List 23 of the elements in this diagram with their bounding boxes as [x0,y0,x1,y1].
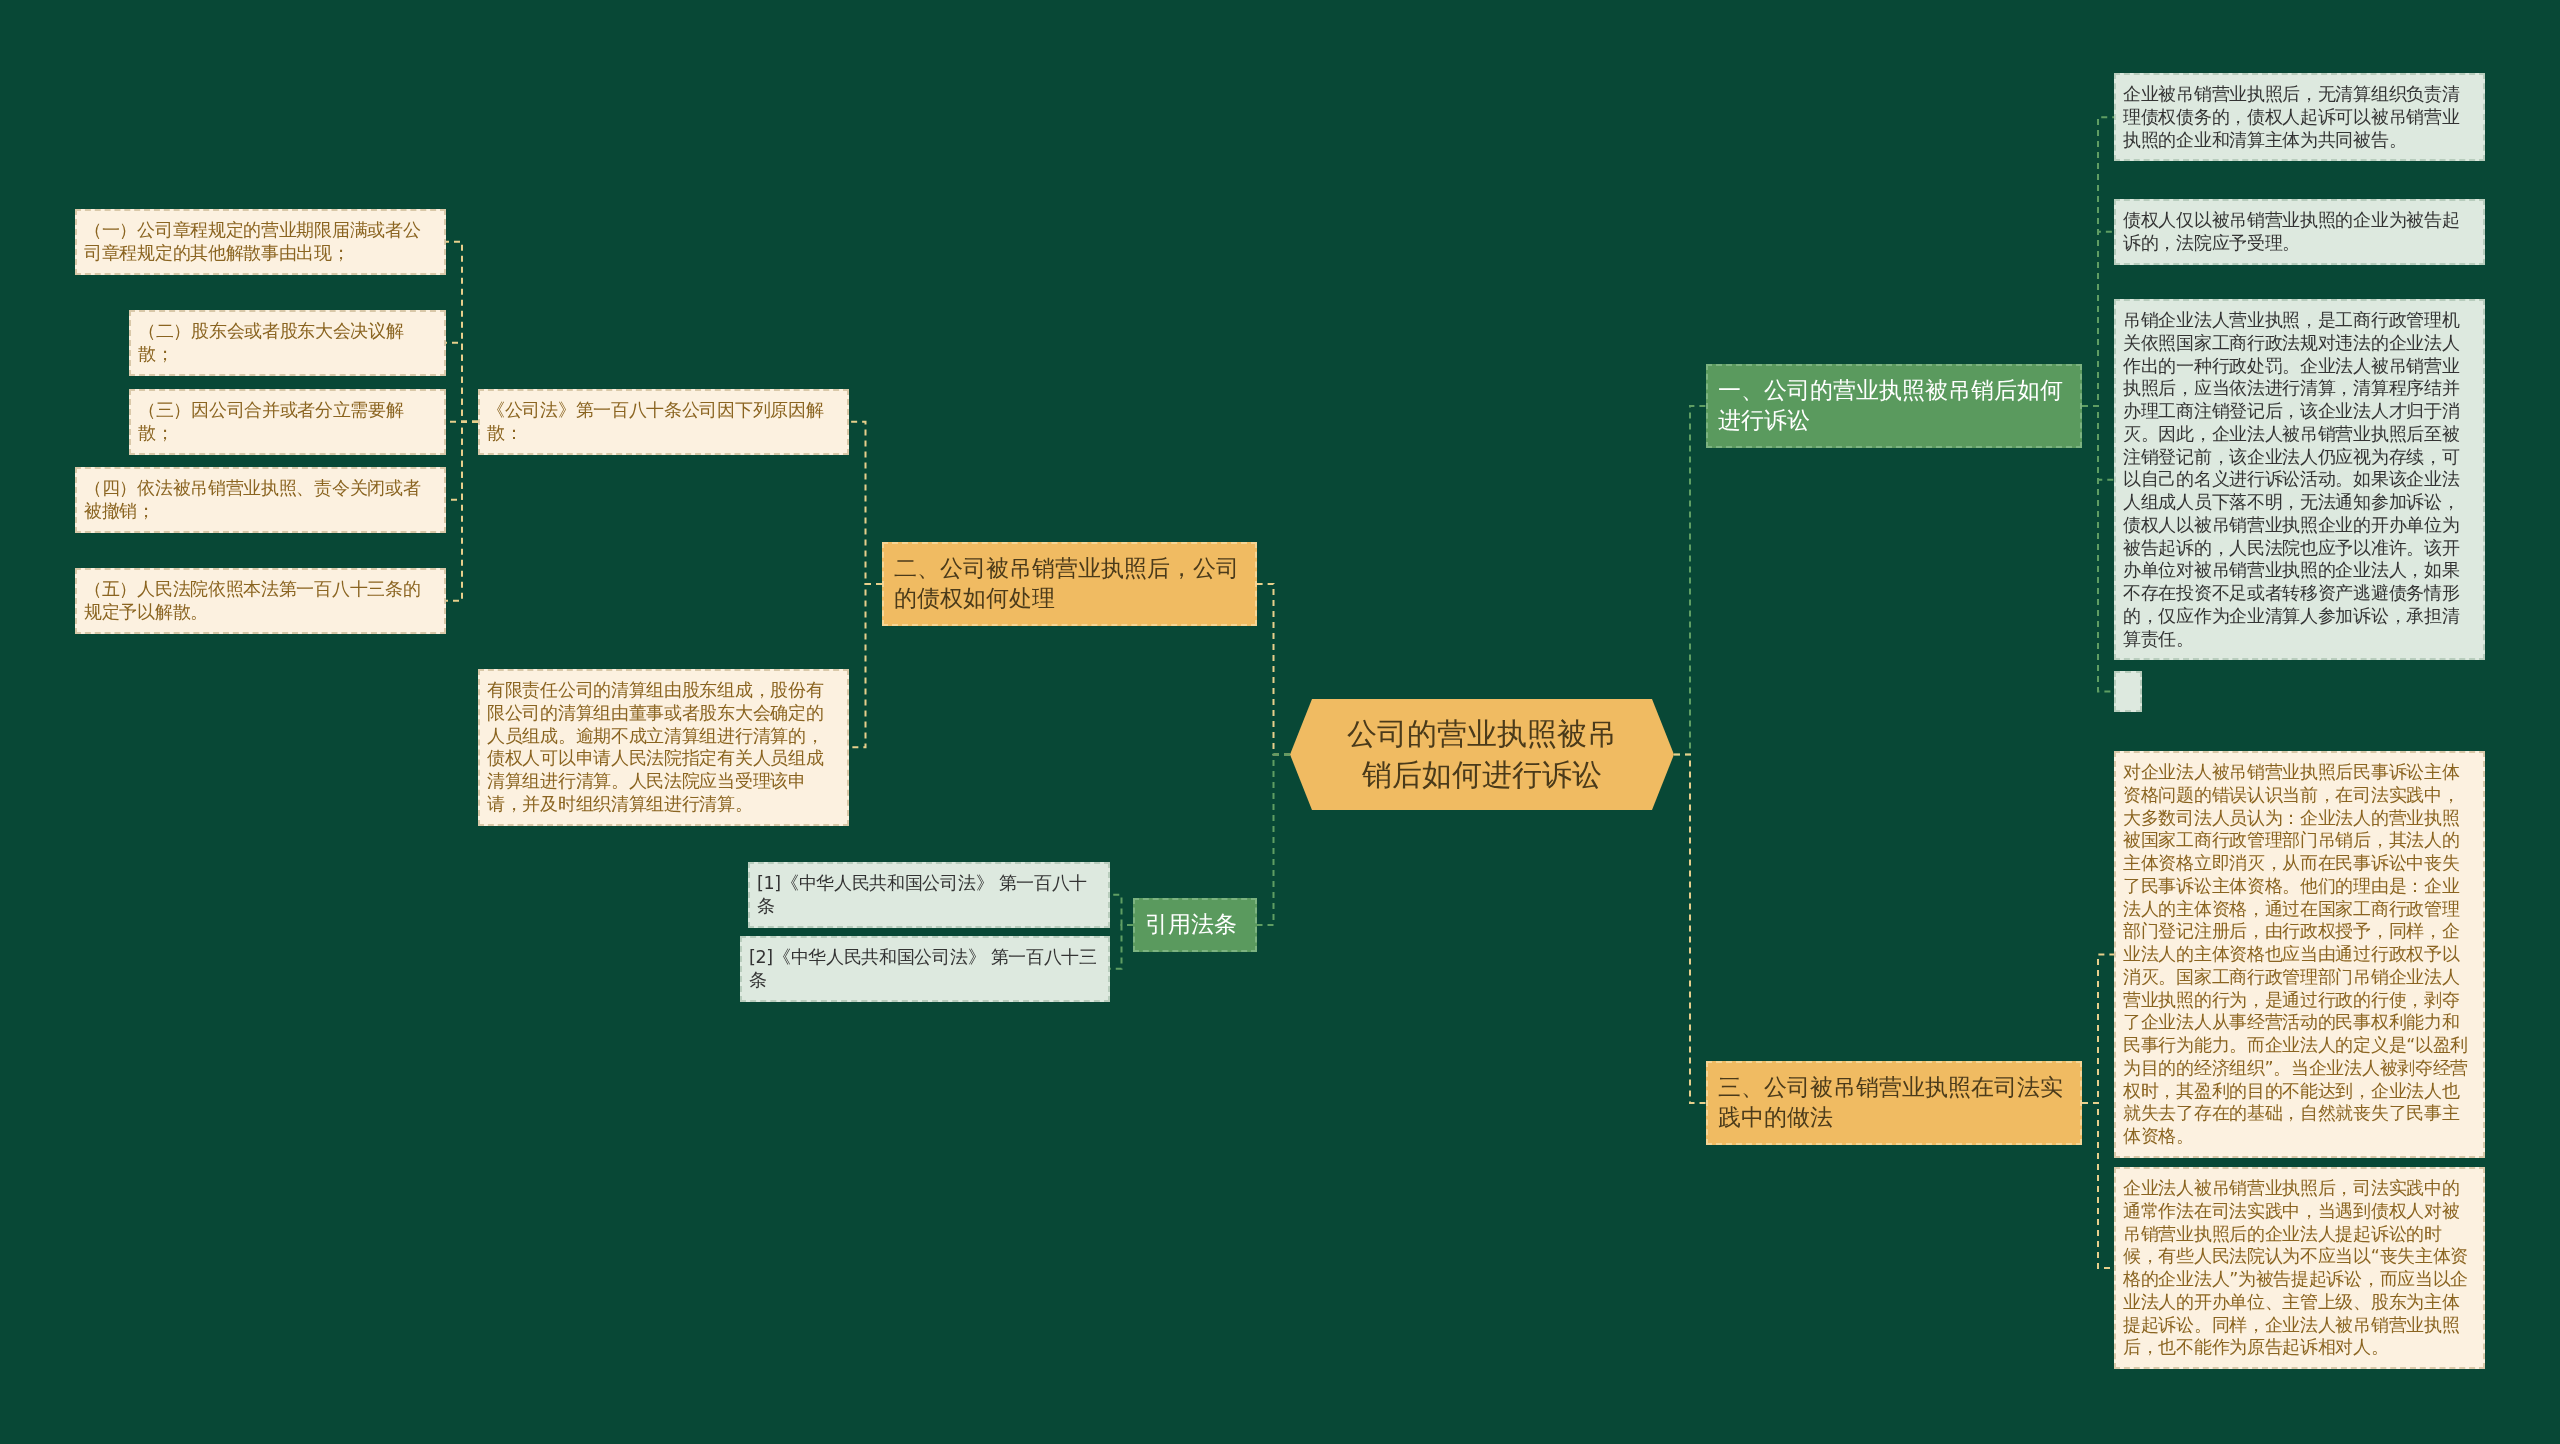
note-box: （五）人民法院依照本法第一百八十三条的规定予以解散。 [75,568,446,634]
note-box: [2]《中华人民共和国公司法》 第一百八十三条 [740,936,1110,1002]
connector-line [445,420,479,602]
note-box: 吊销企业法人营业执照，是工商行政管理机关依照国家工商行政法规对违法的企业法人作出的一种行政处罚。企业法人被吊销营业执照后，应当依法进行清算，清算程序结并办理工商注销登记后，该企业法人才归于消灭。因此，企业法人被吊销营业执照后至被注销登记前，该企业法人仍应视为存续，可以自己的名义进行诉讼活动。如果该企业法人组成人员下落不明，无法通知参加诉讼，债权人以被吊销营业执照企业的开办单位为被告起诉的，人民法院也应予以准许。该开办单位对被吊销营业执照的企业法人，如果不存在投资不足或者转移资产逃避债务情形的，仅应作为企业清算人参加诉讼，承担清算责任。 [2114,299,2485,661]
note-box: （二）股东会或者股东大会决议解散； [129,310,446,376]
note-box: 《公司法》第一百八十条公司因下列原因解散： [478,389,849,455]
branch-box: 二、公司被吊销营业执照后，公司的债权如何处理 [882,542,1257,626]
note-box: 有限责任公司的清算组由股东组成，股份有限公司的清算组由董事或者股东大会确定的人员组成。逾期不成立清算组进行清算的，债权人可以申请人民法院指定有关人员组成清算组进行清算。人民法院应当受理该申请，并及时组织清算组进行清算。 [478,669,849,826]
note-box: 债权人仅以被吊销营业执照的企业为被告起诉的，法院应予受理。 [2114,199,2485,265]
branch-box: 三、公司被吊销营业执照在司法实践中的做法 [1706,1061,2082,1145]
topic-hexagon: 公司的营业执照被吊销后如何进行诉讼 [1290,699,1674,810]
connector-line [1256,753,1291,926]
note-box: （三）因公司合并或者分立需要解散； [129,389,446,455]
branch-box: 引用法条 [1133,898,1257,952]
branch-box: 一、公司的营业执照被吊销后如何进行诉讼 [1706,364,2082,448]
note-box: 对企业法人被吊销营业执照后民事诉讼主体资格问题的错误认识当前，在司法实践中，大多数司法人员认为：企业法人的营业执照被国家工商行政管理部门吊销后，其法人的主体资格立即消灭，从而在民事诉讼中丧失了民事诉讼主体资格。他们的理由是：企业法人的主体资格，通过在国家工商行政管理部门登记注册后，由行政权授予，同样，企业法人的主体资格也应当由通过行政权予以消灭。国家工商行政管理部门吊销企业法人营业执照的行为，是通过行政的行使，剥夺了企业法人从事经营活动的民事权利能力和民事行为能力。而企业法人的定义是“以盈利为目的的经济组织”。当企业法人被剥夺经营权时，其盈利的目的不能达到，企业法人也就失去了存在的基础，自然就丧失了民事主体资格。 [2114,751,2485,1158]
note-box: （四）依法被吊销营业执照、责令关闭或者被撤销； [75,467,446,533]
empty-box [2114,671,2142,712]
connector-line [1673,753,1707,1104]
note-box: 企业被吊销营业执照后，无清算组织负责清理债权债务的，债权人起诉可以被吊销营业执照的企业和清算主体为共同被告。 [2114,73,2485,162]
note-box: [1]《中华人民共和国公司法》 第一百八十条 [748,862,1110,928]
note-box: （一）公司章程规定的营业期限届满或者公司章程规定的其他解散事由出现； [75,209,446,275]
note-box: 企业法人被吊销营业执照后，司法实践中的通常作法在司法实践中，当遇到债权人对被吊销营业执照后的企业法人提起诉讼的时候，有些人民法院认为不应当以“丧失主体资格的企业法人”为被告提起诉讼，而应当以企业法人的开办单位、主管上级、股东为主体提起诉讼。同样，企业法人被吊销营业执照后，也不能作为原告起诉相对人。 [2114,1167,2485,1369]
